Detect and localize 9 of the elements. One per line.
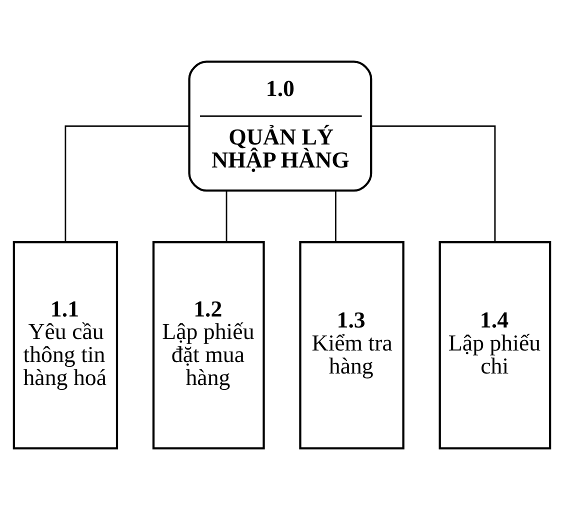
connector xyxy=(64,125,190,242)
node-box: 1.3 Kiểm tra hàng xyxy=(299,241,404,450)
node-box: 1.2 Lập phiếu đặt mua hàng xyxy=(152,241,265,450)
connector xyxy=(226,190,228,242)
node-box: 1.0 QUẢN LÝ NHẬP HÀNG xyxy=(188,60,372,192)
connector xyxy=(371,125,496,242)
connector xyxy=(334,190,336,242)
node-box: 1.4 Lập phiếu chi xyxy=(438,241,552,450)
node-box: 1.1 Yêu cầu thông tin hàng hoá xyxy=(12,241,118,450)
